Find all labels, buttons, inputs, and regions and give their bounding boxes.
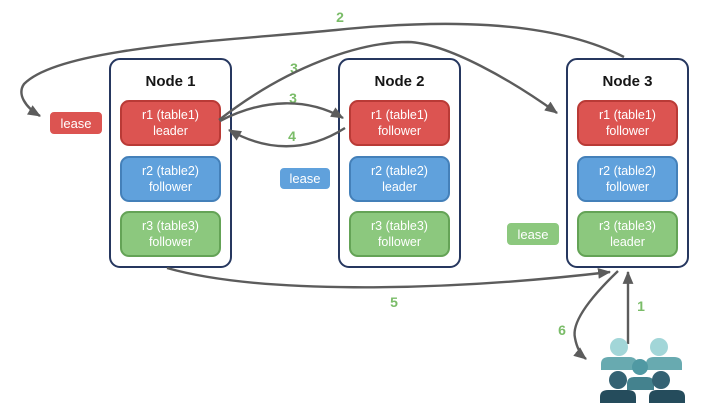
range-role: leader — [153, 124, 188, 138]
arrow-step3-leader-to-node2-follower — [219, 102, 344, 123]
node-3: Node 3 r1 (table1) follower r2 (table2) … — [566, 58, 689, 268]
node-title: Node 1 — [145, 73, 196, 90]
range-id: r1 (table1) — [599, 107, 656, 122]
lease-badge-r3: lease — [505, 221, 561, 247]
step-label-5: 5 — [390, 294, 398, 310]
range-r1-node1: r1 (table1) leader — [120, 100, 221, 146]
step-label-2: 2 — [336, 9, 344, 25]
arrow-step6-node3-to-users — [573, 270, 619, 360]
range-role: follower — [148, 180, 193, 194]
range-role: follower — [605, 124, 650, 138]
node-title: Node 2 — [374, 73, 425, 90]
range-r1-node3: r1 (table1) follower — [577, 100, 678, 146]
range-id: r3 (table3) — [142, 218, 199, 233]
range-r2-node3: r2 (table2) follower — [577, 156, 678, 202]
range-role: follower — [148, 235, 193, 249]
range-id: r3 (table3) — [371, 218, 428, 233]
range-r3-node2: r3 (table3) follower — [349, 211, 450, 257]
range-r3-node3: r3 (table3) leader — [577, 211, 678, 257]
range-id: r2 (table2) — [371, 163, 428, 178]
step-label-4: 4 — [288, 128, 296, 144]
range-id: r1 (table1) — [371, 107, 428, 122]
range-role: leader — [382, 180, 417, 194]
lease-badge-r2: lease — [278, 166, 332, 191]
node-1: Node 1 r1 (table1) leader r2 (table2) fo… — [109, 58, 232, 268]
step-label-6: 6 — [558, 322, 566, 338]
range-r1-node2: r1 (table1) follower — [349, 100, 450, 146]
range-r2-node1: r2 (table2) follower — [120, 156, 221, 202]
step-label-3-replicate-node2: 3 — [289, 90, 297, 106]
range-id: r2 (table2) — [142, 163, 199, 178]
range-r2-node2: r2 (table2) leader — [349, 156, 450, 202]
range-role: follower — [377, 124, 422, 138]
users-group-icon — [600, 338, 685, 403]
range-id: r2 (table2) — [599, 163, 656, 178]
step-label-1: 1 — [637, 298, 645, 314]
range-role: follower — [605, 180, 650, 194]
range-r3-node1: r3 (table3) follower — [120, 211, 221, 257]
range-id: r3 (table3) — [599, 218, 656, 233]
node-title: Node 3 — [602, 73, 653, 90]
step-label-3-replicate-node3: 3 — [290, 60, 298, 76]
arrow-step4-follower-ack-to-leader — [228, 126, 346, 148]
range-id: r1 (table1) — [142, 107, 199, 122]
range-role: follower — [377, 235, 422, 249]
range-role: leader — [610, 235, 645, 249]
arrow-step5-node1-to-node3 — [166, 266, 612, 289]
lease-badge-r1: lease — [48, 110, 104, 136]
node-2: Node 2 r1 (table1) follower r2 (table2) … — [338, 58, 461, 268]
